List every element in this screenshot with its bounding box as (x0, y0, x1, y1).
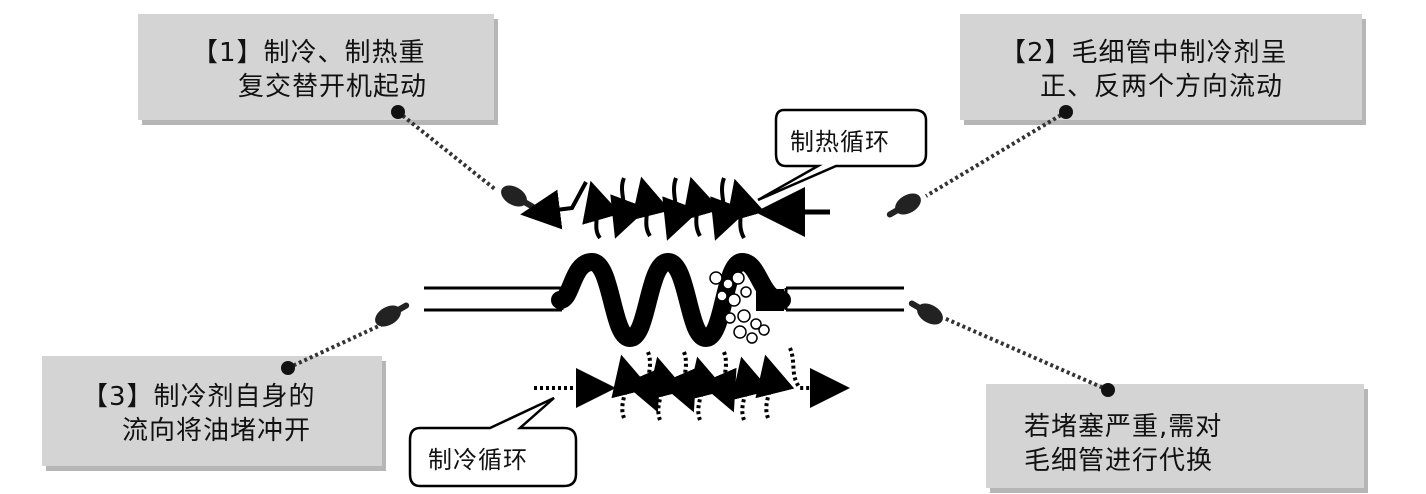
right-pipe (784, 286, 904, 312)
pointing-hand-icon (501, 185, 536, 210)
leader-line-3 (281, 316, 397, 375)
cooling-flow-arrows (534, 347, 850, 421)
note-1-line-1: 【1】制冷、制热重 (192, 38, 426, 68)
note-box-2: 【2】毛细管中制冷剂呈 正、反两个方向流动 (960, 14, 1362, 120)
note-box-1: 【1】制冷、制热重 复交替开机起动 (138, 14, 494, 120)
oil-blockage-bubbles (709, 271, 770, 344)
cooling-callout-bubble (408, 396, 578, 488)
note-2-line-2: 正、反两个方向流动 (1040, 72, 1284, 102)
heating-flow-arrows (520, 176, 830, 241)
note-box-3: 【3】制冷剂自身的 流向将油堵冲开 (42, 356, 382, 466)
leader-line-1 (391, 105, 498, 192)
pointing-hand-icon (375, 302, 410, 327)
note-4-line-2: 毛细管进行代换 (1024, 446, 1214, 476)
note-1-line-2: 复交替开机起动 (238, 72, 428, 102)
capillary-coil (551, 252, 791, 348)
cooling-cycle-label: 制冷循环 (428, 446, 528, 474)
heating-cycle-label: 制热循环 (790, 128, 890, 156)
note-3-line-2: 流向将油堵冲开 (122, 416, 312, 446)
note-2-line-1: 【2】毛细管中制冷剂呈 (1000, 38, 1288, 68)
leader-line-2 (924, 105, 1073, 198)
leader-line-4 (943, 316, 1115, 397)
pointing-hand-icon (908, 300, 943, 325)
pointing-hand-icon (886, 193, 921, 218)
left-pipe (424, 286, 564, 312)
note-box-4: 若堵塞严重,需对 毛细管进行代换 (986, 384, 1364, 488)
note-4-line-1: 若堵塞严重,需对 (1024, 412, 1223, 442)
note-3-line-1: 【3】制冷剂自身的 (82, 382, 316, 412)
heating-callout-bubble (757, 108, 928, 202)
